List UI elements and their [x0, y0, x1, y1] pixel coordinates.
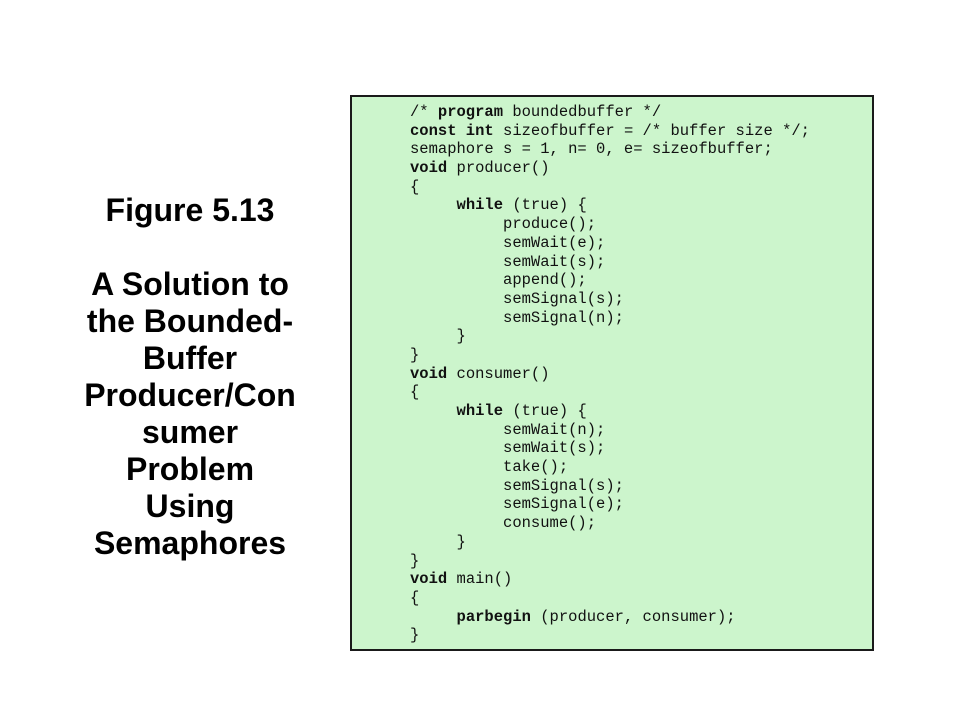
code-text: }: [410, 626, 420, 645]
code-keyword: while: [456, 402, 504, 420]
code-line: produce();: [410, 215, 810, 234]
code-keyword: void: [410, 159, 448, 178]
code-text: main(): [447, 570, 513, 589]
figure-caption: Figure 5.13 A Solution to the Bounded- B…: [52, 192, 328, 562]
code-line: append();: [410, 271, 810, 290]
code-text: semSignal(s);: [503, 476, 624, 495]
code-line: consume();: [410, 514, 810, 533]
code-text: semWait(s);: [503, 439, 606, 458]
code-text: semSignal(e);: [503, 495, 624, 514]
code-text: }: [456, 532, 466, 551]
code-keyword: const int: [410, 121, 494, 140]
code-line: {: [410, 589, 810, 608]
code-text: consume();: [503, 514, 597, 533]
code-line: const int sizeofbuffer = /* buffer size …: [410, 122, 810, 141]
code-line: void consumer(): [410, 365, 810, 384]
code-text: (true) {: [503, 196, 587, 215]
code-keyword: program: [437, 103, 504, 121]
code-line: /* program boundedbuffer */: [410, 103, 810, 122]
code-line: semSignal(n);: [410, 309, 810, 328]
code-text: consumer(): [447, 364, 550, 383]
code-text: {: [410, 383, 420, 402]
figure-title-line: A Solution to: [91, 266, 289, 302]
figure-title-line: sumer: [141, 414, 239, 450]
code-line: semSignal(s);: [410, 290, 810, 309]
figure-title-line: Semaphores: [93, 525, 287, 561]
code-text: {: [410, 177, 420, 196]
code-line: semSignal(e);: [410, 495, 810, 514]
code-line: {: [410, 178, 810, 197]
code-listing-box: /* program boundedbuffer */const int siz…: [350, 95, 874, 651]
figure-title-line: Buffer: [142, 340, 238, 376]
code-line: semaphore s = 1, n= 0, e= sizeofbuffer;: [410, 140, 810, 159]
code-text: (true) {: [503, 402, 587, 420]
code-line: void producer(): [410, 159, 810, 178]
code-text: boundedbuffer */: [503, 103, 662, 121]
code-line: while (true) {: [410, 402, 810, 421]
code-text: semSignal(s);: [503, 289, 624, 308]
code-text: semWait(n);: [503, 420, 606, 439]
code-line: semWait(s);: [410, 253, 810, 272]
code-line: take();: [410, 458, 810, 477]
code-line: void main(): [410, 570, 810, 589]
code-keyword: void: [410, 364, 448, 383]
code-line: while (true) {: [410, 196, 810, 215]
code-keyword: void: [410, 570, 448, 589]
code-text: }: [410, 551, 420, 570]
code-text: sizeofbuffer = /* buffer size */;: [493, 121, 810, 140]
code-keyword: parbegin: [456, 607, 531, 626]
code-text: producer(): [447, 159, 550, 178]
code-line: {: [410, 383, 810, 402]
code-listing: /* program boundedbuffer */const int siz…: [410, 103, 810, 645]
code-text: {: [410, 588, 420, 607]
code-line: }: [410, 346, 810, 365]
figure-number: Figure 5.13: [105, 192, 275, 228]
figure-title-line: the Bounded-: [86, 303, 294, 339]
code-line: }: [410, 626, 810, 645]
code-text: }: [410, 345, 420, 364]
code-keyword: while: [456, 196, 504, 215]
code-text: take();: [503, 458, 569, 477]
figure-title-line: Producer/Con: [84, 377, 296, 413]
code-text: semSignal(n);: [503, 308, 624, 327]
code-line: semWait(e);: [410, 234, 810, 253]
code-line: semWait(s);: [410, 439, 810, 458]
code-text: (producer, consumer);: [530, 607, 736, 626]
code-text: semWait(e);: [503, 233, 606, 252]
code-text: /*: [410, 103, 438, 121]
code-line: }: [410, 533, 810, 552]
code-text: semaphore s = 1, n= 0, e= sizeofbuffer;: [410, 140, 773, 159]
code-text: append();: [503, 271, 587, 290]
code-text: semWait(s);: [503, 252, 606, 271]
code-line: semWait(n);: [410, 421, 810, 440]
figure-title-line: Problem: [125, 451, 255, 487]
figure-title: A Solution to the Bounded- Buffer Produc…: [52, 266, 328, 562]
code-line: }: [410, 552, 810, 571]
code-text: }: [456, 327, 466, 346]
code-line: parbegin (producer, consumer);: [410, 608, 810, 627]
code-line: semSignal(s);: [410, 477, 810, 496]
code-line: }: [410, 327, 810, 346]
code-text: produce();: [503, 215, 597, 234]
figure-title-line: Using: [145, 488, 235, 524]
